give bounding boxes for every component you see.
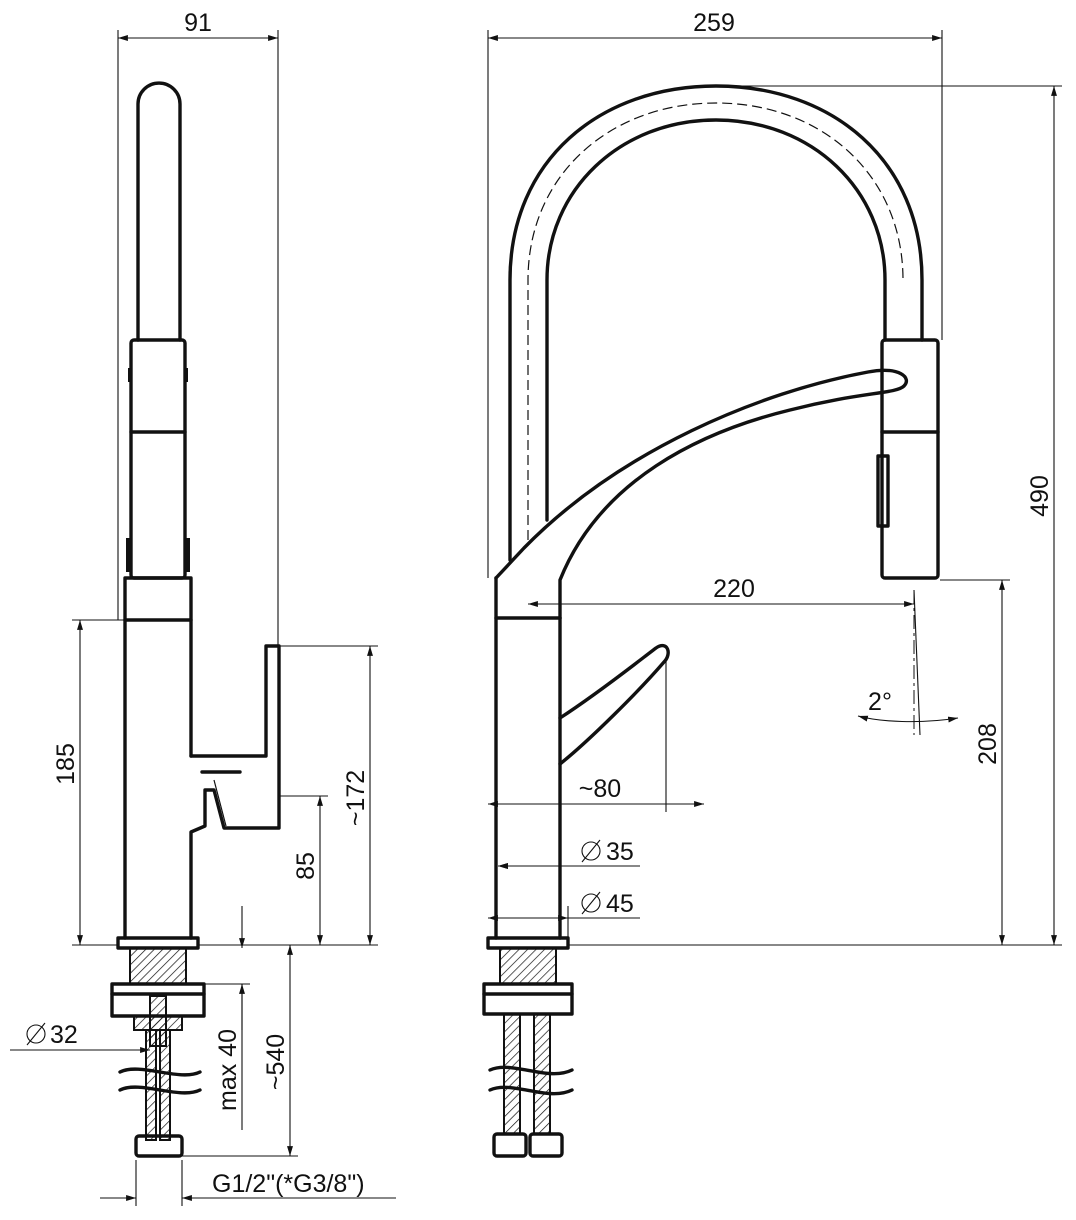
- dim-lever-height: 185: [52, 743, 80, 785]
- dim-counter-max: max 40: [214, 1029, 242, 1111]
- side-view: [110, 81, 281, 1158]
- dim-thread: G1/2"(*G3/8"): [212, 1170, 365, 1198]
- dim-diameter-32: 32: [50, 1021, 78, 1049]
- diameter-icon: [581, 891, 601, 915]
- dim-angle: 2°: [868, 688, 892, 716]
- side-spout-tube: [136, 81, 182, 342]
- dim-diameter-45: 45: [606, 890, 634, 918]
- side-collar: [123, 576, 193, 622]
- diameter-icon: [581, 839, 601, 863]
- dim-side-width: 91: [184, 9, 212, 37]
- front-spray-button: [876, 454, 890, 528]
- front-nut: [482, 992, 574, 1016]
- front-base-ring: [486, 936, 570, 950]
- dim-lever-reach: ~172: [342, 770, 370, 826]
- dim-body-height: 85: [292, 852, 320, 880]
- front-arm: [494, 368, 908, 620]
- side-shank: [129, 947, 187, 985]
- dim-diameter-35: 35: [606, 838, 634, 866]
- side-body: [123, 618, 193, 940]
- front-hose-left: [503, 1013, 521, 1135]
- diameter-icon: [26, 1022, 46, 1046]
- dimension-lines: [10, 30, 1062, 1206]
- dim-lever-offset: ~80: [579, 775, 621, 803]
- side-spray-head: [129, 338, 187, 580]
- dim-spout-height: 208: [974, 723, 1002, 765]
- dim-hose-length: ~540: [262, 1034, 290, 1090]
- front-view: [482, 84, 940, 1158]
- side-hose: [145, 1029, 157, 1141]
- front-lever: [558, 643, 670, 766]
- front-gooseneck: [508, 84, 924, 562]
- side-lever: [189, 644, 281, 940]
- side-hose-end: [134, 1134, 184, 1158]
- front-shank: [499, 947, 557, 985]
- front-body: [494, 616, 562, 940]
- side-base-ring: [116, 936, 200, 950]
- dim-reach: 220: [713, 575, 755, 603]
- dim-total-height: 490: [1026, 475, 1054, 517]
- dim-front-width: 259: [693, 9, 735, 37]
- front-spray-head: [880, 338, 940, 580]
